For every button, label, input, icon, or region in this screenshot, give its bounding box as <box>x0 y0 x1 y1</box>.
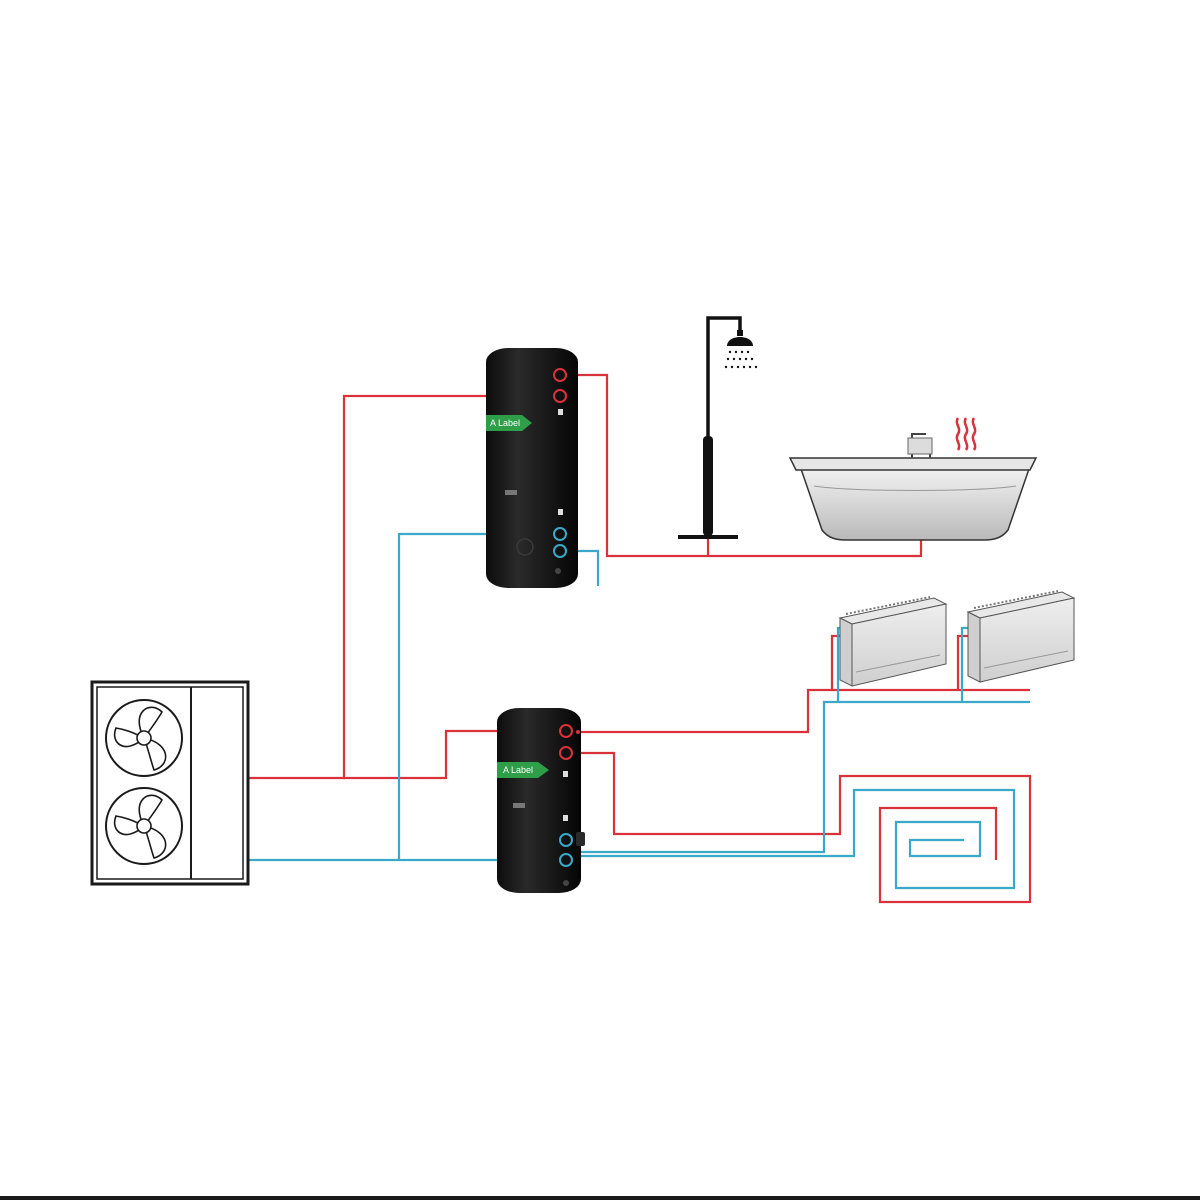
pipe-lower-tank-to-fancoils <box>575 688 1030 734</box>
tank-label-text: A Label <box>503 765 533 775</box>
fan-coil-unit-1 <box>838 596 948 687</box>
fan-top-icon <box>105 699 183 777</box>
upper-hot-water-tank: A Label <box>486 348 578 588</box>
tank-label-badge: A Label <box>497 762 549 778</box>
shower-icon <box>678 316 758 539</box>
pipe-floor-return <box>576 788 1016 890</box>
fan-bottom-icon <box>105 787 183 865</box>
steam-icon <box>955 417 977 451</box>
tank-label-badge: A Label <box>486 415 532 431</box>
fan-coil-unit-2 <box>966 590 1076 683</box>
pipe-lower-tank-to-floor <box>566 751 1032 904</box>
pipe-fancoil-return <box>570 700 1030 854</box>
pipe-fancoil-2-feed <box>956 634 970 690</box>
tub-faucet-icon <box>907 433 933 458</box>
pipe-heatpump-to-upper-tank <box>248 394 560 780</box>
hot-pipes <box>248 373 1032 904</box>
heat-pump-unit <box>90 680 250 886</box>
lower-buffer-tank: A Label <box>497 708 585 893</box>
bottom-border <box>0 1196 1200 1200</box>
tank-fittings <box>559 724 585 886</box>
bathtub-icon <box>788 417 1038 541</box>
tank-fittings <box>553 368 567 574</box>
tank-label-text: A Label <box>490 418 520 428</box>
pipe-upper-tank-to-fixtures <box>566 373 923 558</box>
